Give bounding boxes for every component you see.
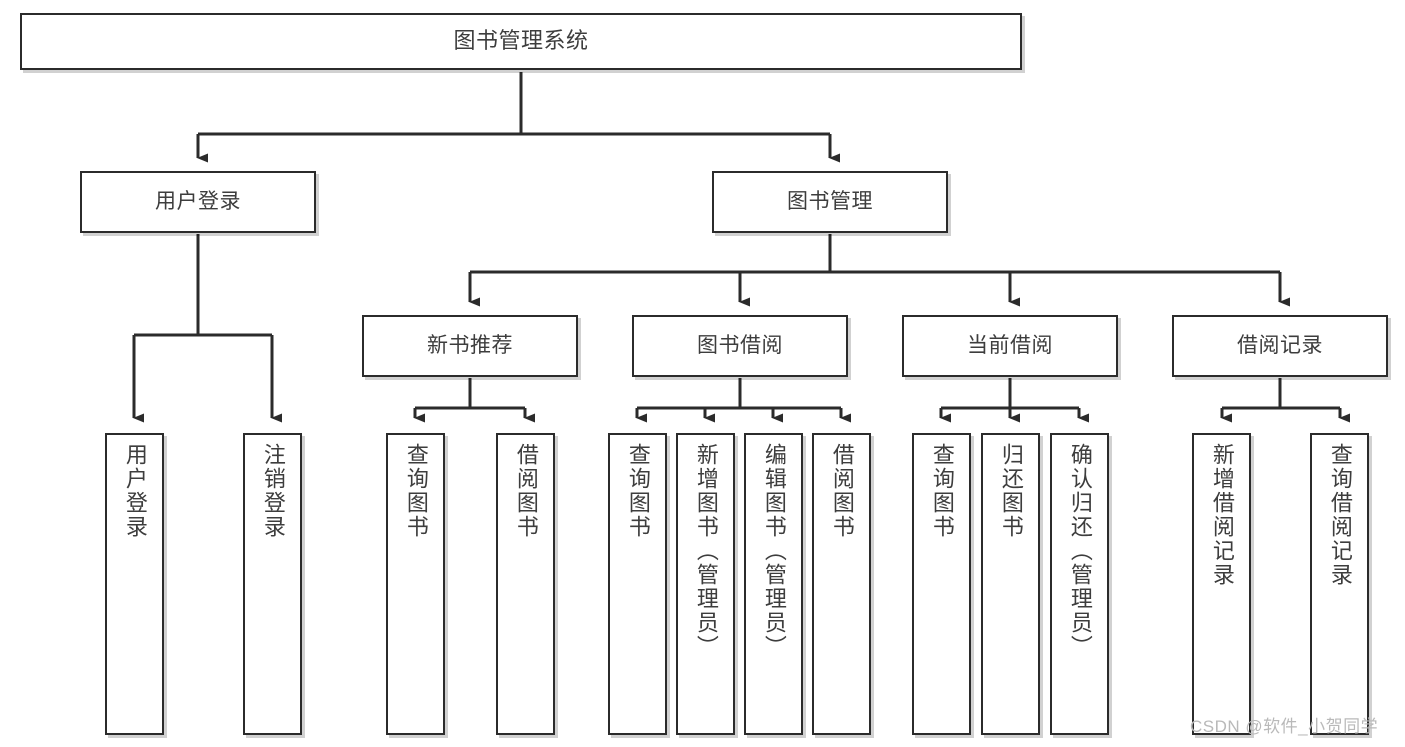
- leaf-borrow-record-query[interactable]: 查询借阅记录: [1310, 433, 1369, 735]
- leaf-user-login-logout[interactable]: 注销登录: [243, 433, 302, 735]
- leaf-user-login-login[interactable]: 用户登录: [105, 433, 164, 735]
- node-current-borrow[interactable]: 当前借阅: [902, 315, 1118, 377]
- node-root-label: 图书管理系统: [453, 28, 589, 54]
- leaf-book-borrow-add-label: 新增图书（管理员）: [693, 443, 719, 659]
- node-current-borrow-label: 当前借阅: [967, 334, 1053, 358]
- leaf-borrow-record-query-label: 查询借阅记录: [1327, 443, 1353, 587]
- node-book-borrow-label: 图书借阅: [697, 334, 783, 358]
- leaf-book-borrow-query-label: 查询图书: [625, 443, 651, 539]
- node-new-book-recommend-label: 新书推荐: [427, 334, 513, 358]
- leaf-user-login-login-label: 用户登录: [122, 443, 148, 539]
- node-borrow-record-label: 借阅记录: [1237, 334, 1323, 358]
- leaf-current-borrow-return-label: 归还图书: [998, 443, 1024, 539]
- leaf-user-login-logout-label: 注销登录: [260, 443, 286, 539]
- leaf-new-book-query[interactable]: 查询图书: [386, 433, 445, 735]
- node-user-login[interactable]: 用户登录: [80, 171, 316, 233]
- leaf-book-borrow-borrow[interactable]: 借阅图书: [812, 433, 871, 735]
- leaf-new-book-query-label: 查询图书: [403, 443, 429, 539]
- leaf-book-borrow-query[interactable]: 查询图书: [608, 433, 667, 735]
- leaf-current-borrow-query-label: 查询图书: [929, 443, 955, 539]
- leaf-new-book-borrow-label: 借阅图书: [513, 443, 539, 539]
- leaf-current-borrow-query[interactable]: 查询图书: [912, 433, 971, 735]
- leaf-borrow-record-add-label: 新增借阅记录: [1209, 443, 1235, 587]
- node-borrow-record[interactable]: 借阅记录: [1172, 315, 1388, 377]
- leaf-book-borrow-borrow-label: 借阅图书: [829, 443, 855, 539]
- leaf-current-borrow-confirm[interactable]: 确认归还（管理员）: [1050, 433, 1109, 735]
- leaf-book-borrow-add[interactable]: 新增图书（管理员）: [676, 433, 735, 735]
- leaf-book-borrow-edit[interactable]: 编辑图书（管理员）: [744, 433, 803, 735]
- node-new-book-recommend[interactable]: 新书推荐: [362, 315, 578, 377]
- node-book-management-label: 图书管理: [787, 190, 873, 214]
- leaf-borrow-record-add[interactable]: 新增借阅记录: [1192, 433, 1251, 735]
- node-book-management[interactable]: 图书管理: [712, 171, 948, 233]
- node-user-login-label: 用户登录: [155, 190, 241, 214]
- node-book-borrow[interactable]: 图书借阅: [632, 315, 848, 377]
- leaf-book-borrow-edit-label: 编辑图书（管理员）: [761, 443, 787, 659]
- leaf-current-borrow-confirm-label: 确认归还（管理员）: [1067, 443, 1093, 659]
- leaf-current-borrow-return[interactable]: 归还图书: [981, 433, 1040, 735]
- leaf-new-book-borrow[interactable]: 借阅图书: [496, 433, 555, 735]
- node-root[interactable]: 图书管理系统: [20, 13, 1022, 70]
